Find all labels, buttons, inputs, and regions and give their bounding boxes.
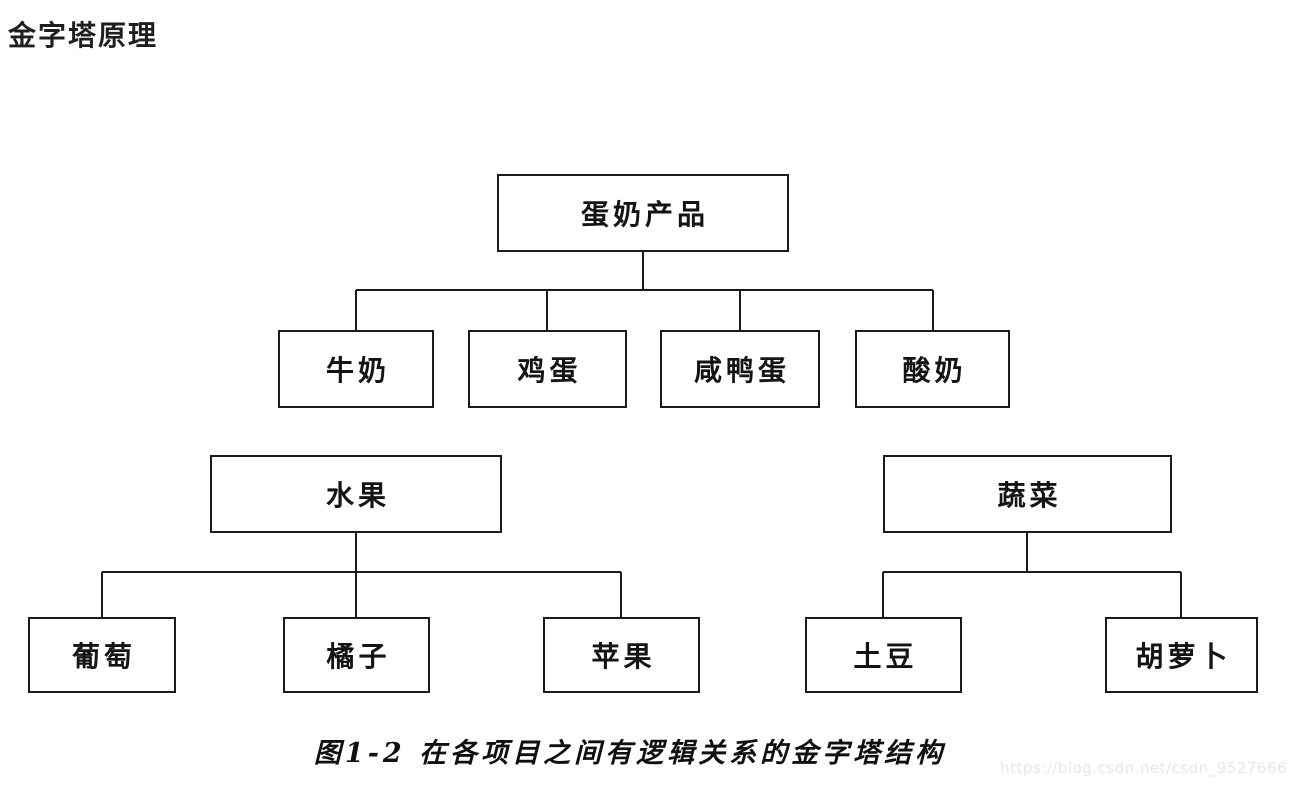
node-label: 鸡蛋 <box>517 354 582 387</box>
connector-line <box>355 533 357 617</box>
connector-line <box>1026 533 1028 572</box>
node-salted-duck-egg: 咸鸭蛋 <box>660 330 820 408</box>
node-potato: 土豆 <box>805 617 962 693</box>
connector-line <box>739 290 741 330</box>
connector-line <box>932 290 934 330</box>
page-title: 金字塔原理 <box>8 19 159 52</box>
node-label: 土豆 <box>853 640 918 673</box>
watermark-url: https://blog.csdn.net/csdn_9527666 <box>1000 759 1287 777</box>
node-egg: 鸡蛋 <box>468 330 627 408</box>
connector-line <box>102 571 621 573</box>
node-milk: 牛奶 <box>278 330 434 408</box>
node-label: 水果 <box>325 479 390 512</box>
node-label: 蛋奶产品 <box>580 198 709 231</box>
node-label: 葡萄 <box>71 640 136 673</box>
connector-line <box>355 290 357 330</box>
connector-line <box>620 572 622 617</box>
node-yogurt: 酸奶 <box>855 330 1010 408</box>
node-vegetable: 蔬菜 <box>883 455 1172 533</box>
connector-line <box>546 290 548 330</box>
node-grape: 葡萄 <box>28 617 176 693</box>
node-label: 橘子 <box>326 640 391 673</box>
node-dairy-products: 蛋奶产品 <box>497 174 789 252</box>
connector-line <box>1180 572 1182 617</box>
node-fruit: 水果 <box>210 455 502 533</box>
connector-line <box>642 252 644 290</box>
node-label: 蔬菜 <box>997 479 1062 512</box>
node-apple: 苹果 <box>543 617 700 693</box>
node-label: 苹果 <box>591 640 656 673</box>
node-label: 咸鸭蛋 <box>693 354 790 387</box>
connector-line <box>356 289 933 291</box>
node-label: 酸奶 <box>902 354 967 387</box>
connector-line <box>883 571 1181 573</box>
connector-line <box>882 572 884 617</box>
node-carrot: 胡萝卜 <box>1105 617 1258 693</box>
node-label: 胡萝卜 <box>1135 640 1232 673</box>
figure-caption: 图1-2 在各项目之间有逻辑关系的金字塔结构 <box>313 738 947 769</box>
node-orange: 橘子 <box>283 617 430 693</box>
connector-line <box>101 572 103 617</box>
node-label: 牛奶 <box>325 354 390 387</box>
